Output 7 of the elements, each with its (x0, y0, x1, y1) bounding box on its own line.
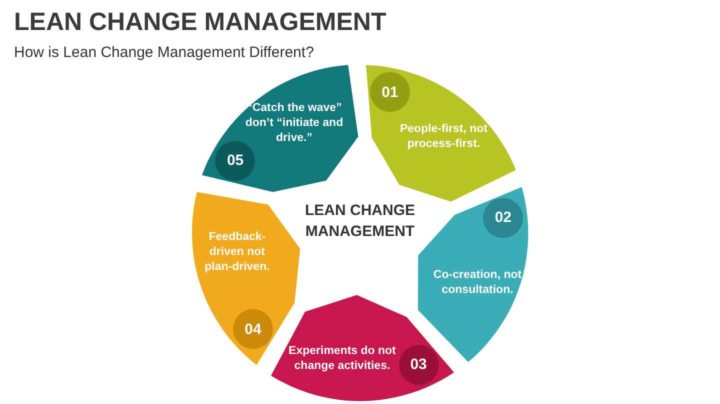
center-title: LEAN CHANGE MANAGEMENT (305, 200, 415, 242)
segment-text: Feedback-driven not plan-driven. (204, 230, 271, 275)
segment-text: Experiments do not change activities. (288, 344, 397, 374)
title: LEAN CHANGE MANAGEMENT (14, 8, 386, 37)
segment-text: People-first, not process-first. (398, 122, 489, 152)
segment-text: Co-creation, not consultation. (432, 268, 523, 298)
subtitle: How is Lean Change Management Different? (14, 44, 314, 61)
